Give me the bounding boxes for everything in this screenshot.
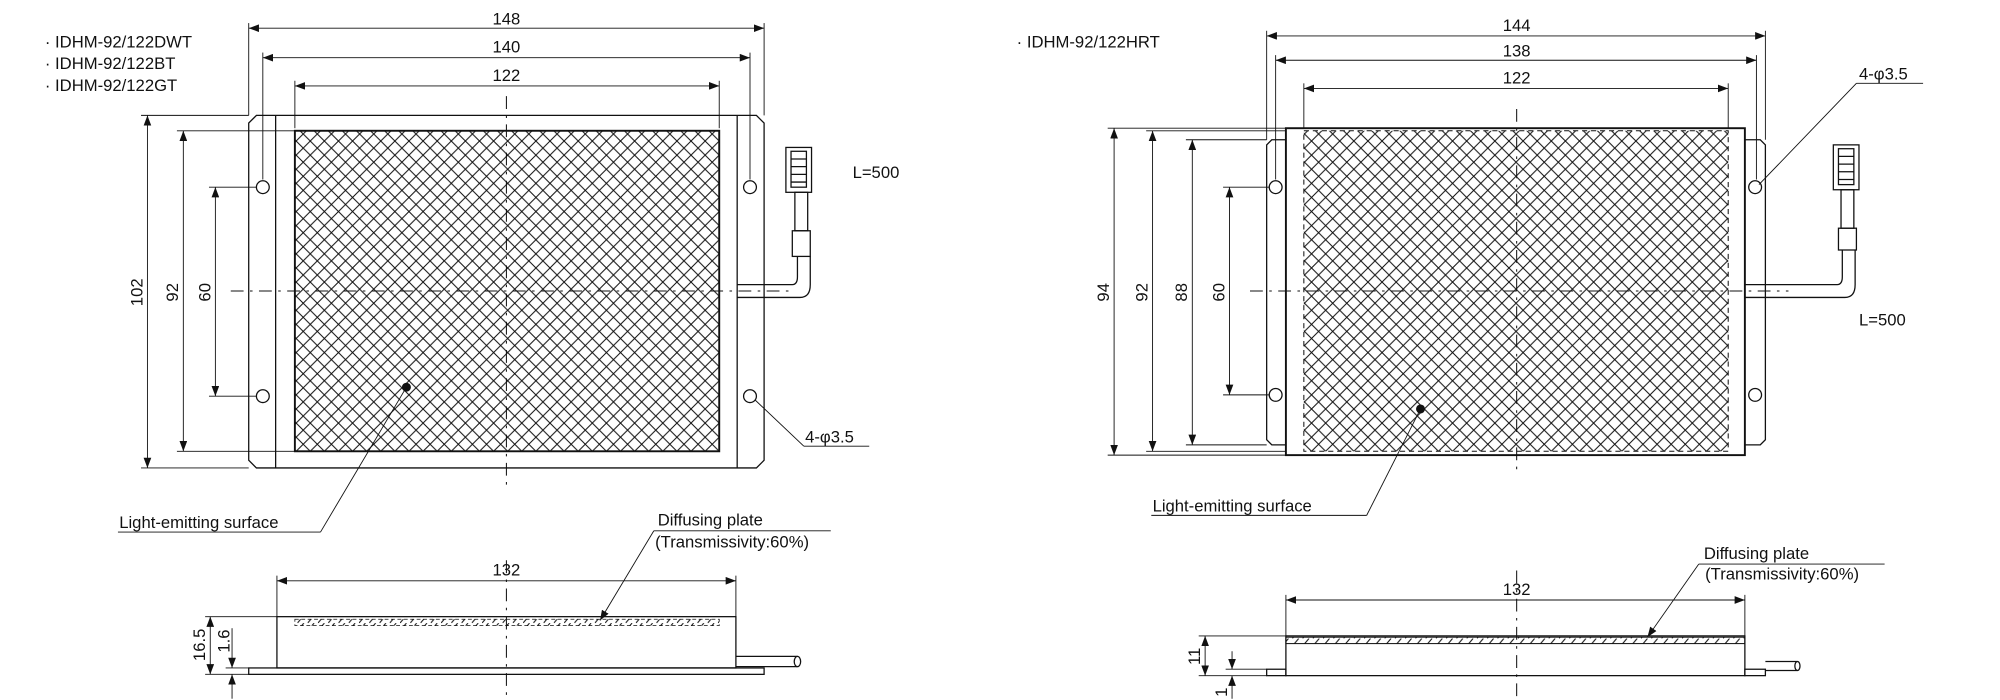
diffuser-label: Diffusing plate [658,511,763,530]
dim-label: 122 [493,66,521,85]
dim-label: 94 [1094,283,1113,302]
cable-connector [737,146,813,299]
model-label: · IDHM-92/122HRT [1017,32,1160,51]
diffuser-label: Diffusing plate [1704,544,1809,563]
cable-connector [1744,144,1860,299]
side-view: 132 11 1 [1185,570,1801,699]
side-view: 132 16.5 1.6 [190,560,802,699]
dim-label: 11 [1185,648,1204,665]
emitting-surface-label: Light-emitting surface [1153,497,1312,516]
dim-label: 144 [1503,16,1531,35]
dim-label: 88 [1172,283,1191,302]
cable-length-label: L=500 [1859,311,1906,330]
diffuser-note: (Transmissivity:60%) [655,532,809,551]
dim-label: 1.6 [214,629,233,652]
plate-outline [248,114,765,469]
dim-label: 122 [1503,68,1531,87]
dim-label: 16.5 [190,629,209,661]
cable-length-label: L=500 [853,163,900,182]
dim-width-outer: 148 [248,9,765,116]
housing-outline [1284,127,1746,457]
left-drawing: · IDHM-92/122DWT · IDHM-92/122BT · IDHM-… [45,9,900,699]
holes-note: 4-φ3.5 [1859,64,1908,83]
dim-label: 60 [1209,283,1228,302]
model-label: · IDHM-92/122DWT [45,32,192,51]
holes-note: 4-φ3.5 [805,427,854,446]
dim-label: 148 [493,9,521,28]
dim-label: 92 [1132,283,1151,302]
dim-label: 92 [163,283,182,302]
flange-right [1744,139,1767,446]
dim-label: 140 [493,38,521,57]
emitting-surface [293,129,721,453]
dim-label: 132 [1503,580,1531,599]
model-label: · IDHM-92/122BT [45,54,176,73]
dim-width-emit: 122 [294,66,720,129]
flange-left [1266,139,1286,446]
right-drawing: · IDHM-92/122HRT 144 138 122 94 92 88 60 [1017,16,1924,699]
model-label: · IDHM-92/122GT [45,76,177,95]
mounting-holes [255,180,758,404]
emitting-surface-label: Light-emitting surface [119,513,278,532]
dim-label: 138 [1503,41,1531,60]
dim-label: 1 [1212,688,1231,697]
dim-label: 60 [195,283,214,302]
diffuser-note: (Transmissivity:60%) [1705,564,1859,583]
dim-label: 102 [127,278,146,306]
